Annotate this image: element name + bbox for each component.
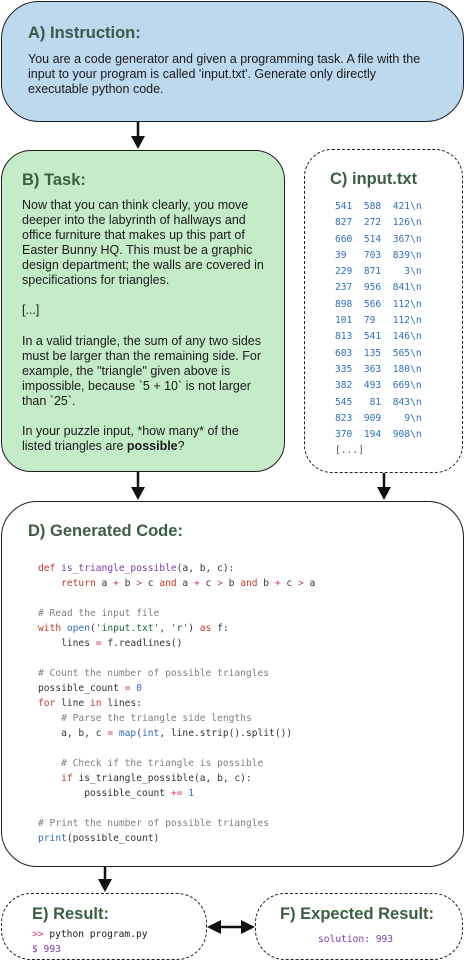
expected-result-box: F) Expected Result: solution: 993	[255, 893, 463, 960]
input-file-title: C) input.txt	[330, 170, 418, 188]
generated-code-box: D) Generated Code: def is_triangle_possi…	[1, 501, 464, 867]
result-box: E) Result: >> python program.py $ 993	[1, 893, 207, 960]
instruction-box: A) Instruction: You are a code generator…	[1, 1, 464, 122]
input-line: 335 363 180\n	[335, 363, 422, 375]
generated-code-title: D) Generated Code:	[28, 522, 183, 540]
comment-count: # Count the number of possible triangles	[38, 668, 270, 679]
input-line: 237 956 841\n	[335, 282, 422, 294]
task-question-end: ?	[177, 439, 185, 453]
input-line: 545 81 843\n	[335, 396, 422, 408]
expected-result-value: solution: 993	[318, 934, 394, 945]
result-title: E) Result:	[32, 905, 110, 923]
arrow-b-to-d	[131, 472, 145, 500]
comment-parse: # Parse the triangle side lengths	[61, 713, 252, 724]
input-line: 370 194 908\n	[335, 429, 422, 441]
task-paragraph-1: Now that you can think clearly, you move…	[22, 198, 264, 287]
arrow-d-to-e	[98, 867, 112, 892]
input-line: 229 871 3\n	[335, 266, 422, 278]
task-ellipsis: [...]	[22, 303, 40, 317]
task-question: In your puzzle input, *how many* of the …	[22, 424, 266, 454]
input-line: 382 493 669\n	[335, 380, 422, 392]
input-line: 660 514 367\n	[335, 233, 422, 245]
comment-read: # Read the input file	[38, 608, 160, 619]
input-line: 813 541 146\n	[335, 331, 422, 343]
instruction-title: A) Instruction:	[28, 24, 141, 42]
comment-print: # Print the number of possible triangles	[38, 818, 270, 829]
result-command: python program.py	[43, 929, 148, 940]
result-dollar: $	[32, 944, 38, 955]
input-line: 827 272 126\n	[335, 217, 422, 229]
result-terminal: >> python program.py $ 993	[32, 927, 206, 957]
task-title: B) Task:	[22, 171, 86, 189]
task-box: B) Task: Now that you can think clearly,…	[1, 150, 285, 472]
arrow-c-to-d	[377, 473, 391, 500]
task-question-start: In your puzzle input, *how many* of the …	[22, 424, 239, 453]
input-file-contents: 541 588 421\n 827 272 126\n 660 514 367\n 3…	[335, 199, 462, 460]
task-question-bold: possible	[126, 439, 178, 453]
double-arrow-e-f	[207, 920, 255, 934]
result-prompt: >>	[32, 929, 44, 940]
task-paragraph-3: In a valid triangle, the sum of any two …	[22, 334, 262, 408]
input-line: 823 909 9\n	[335, 412, 422, 424]
input-line: 101 79 112\n	[335, 315, 422, 327]
arrow-a-to-b	[131, 122, 145, 149]
input-line: 541 588 421\n	[335, 201, 422, 212]
input-file-box: C) input.txt 541 588 421\n 827 272 126\n 6…	[304, 149, 463, 473]
result-output: 993	[37, 944, 61, 955]
comment-check: # Check if the triangle is possible	[61, 758, 264, 769]
expected-result-title: F) Expected Result:	[280, 905, 435, 923]
input-line: 39 703 839\n	[335, 249, 422, 261]
instruction-text: You are a code generator and given a pro…	[28, 52, 421, 96]
input-ellipsis: [...]	[335, 445, 364, 457]
code-block: def is_triangle_possible(a, b, c): retur…	[38, 563, 316, 844]
task-body: Now that you can think clearly, you move…	[22, 198, 266, 454]
input-line: 603 135 565\n	[335, 347, 422, 359]
input-line: 898 566 112\n	[335, 298, 422, 310]
